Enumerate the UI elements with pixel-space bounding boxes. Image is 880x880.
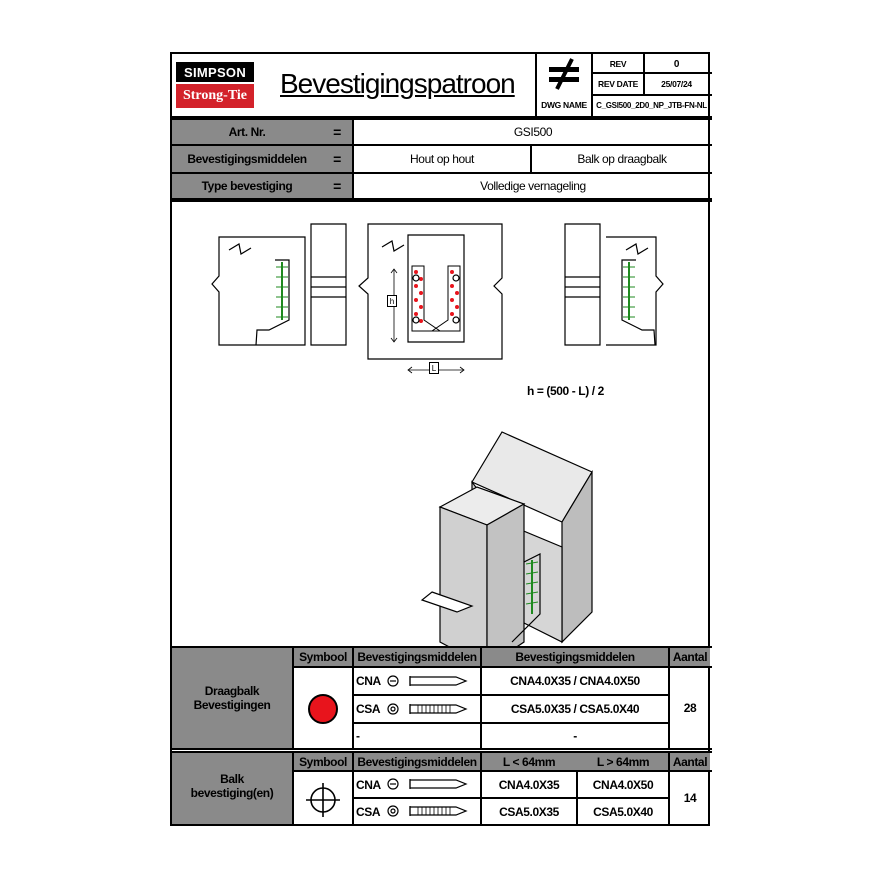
table1-row-value: CNA4.0X35 / CNA4.0X50 <box>510 674 640 688</box>
not-equal-icon <box>540 56 588 92</box>
crosshair-symbol-icon <box>304 781 342 819</box>
table1-count: 28 <box>683 701 697 715</box>
technical-drawing <box>172 202 708 669</box>
rev-label: REV <box>609 59 627 69</box>
front-view-center <box>358 223 503 374</box>
type-value: Volledige vernageling <box>480 179 586 193</box>
middel-label: Bevestigingsmiddelen <box>187 152 307 166</box>
table2-col-symbol: Symbool <box>299 754 347 769</box>
table1-header <box>294 648 710 666</box>
screw-icon <box>386 801 476 821</box>
logo-simpson: SIMPSON <box>176 62 254 82</box>
equals-sign: = <box>333 124 341 140</box>
table1-col-symbol: Symbool <box>299 650 347 664</box>
equals-sign: = <box>333 151 341 167</box>
table2-row-short: CNA4.0X35 <box>498 777 560 792</box>
table2-row-type: CSA <box>356 804 381 819</box>
table1-col-middel: Bevestigingsmiddelen <box>357 650 477 664</box>
table2-col-middel: Bevestigingsmiddelen <box>357 754 477 769</box>
nail-icon <box>386 774 476 794</box>
table2-header <box>294 753 710 770</box>
table1-row-value: CSA5.0X35 / CSA5.0X40 <box>510 702 640 716</box>
dim-l-label: L <box>429 362 439 374</box>
rev-date-value: 25/07/24 <box>661 79 692 89</box>
type-label: Type bevestiging <box>201 179 293 193</box>
nail-icon <box>386 671 476 691</box>
equals-sign: = <box>333 178 341 194</box>
table2-col-count: Aantal <box>672 754 708 769</box>
table1-col-count: Aantal <box>672 650 708 664</box>
table1-row-value: - <box>573 729 577 743</box>
table2-col-long: L > 64mm <box>596 754 650 769</box>
rev-value: 0 <box>673 58 680 70</box>
dim-h-label: h <box>387 295 397 307</box>
logo-strong-tie: Strong-Tie <box>176 84 254 108</box>
table2-group-cell <box>172 753 292 824</box>
dwg-name-label: DWG NAME <box>541 100 587 110</box>
table2-group-label-1: Balk <box>220 772 244 786</box>
side-view-left <box>211 223 347 346</box>
table1-group-label-1: Draagbalk <box>204 684 260 698</box>
table1-row-type: CNA <box>356 674 381 688</box>
table2-count: 14 <box>683 791 697 805</box>
table2-row-type: CNA <box>356 777 381 792</box>
table2-row-long: CSA5.0X40 <box>593 804 653 819</box>
page-title: Bevestigingspatroon <box>280 68 516 99</box>
side-view-right <box>564 223 664 346</box>
art-label: Art. Nr. <box>228 125 266 139</box>
table2-row-long: CNA4.0X50 <box>592 777 654 792</box>
art-value: GSI500 <box>513 125 553 139</box>
table1-row-type: - <box>356 729 360 743</box>
screw-icon <box>386 699 476 719</box>
middel-value-2: Balk op draagbalk <box>577 152 667 166</box>
table1-group-label-2: Bevestigingen <box>193 698 271 712</box>
dwg-name-value: C_GSI500_2D0_NP_JTB-FN-NL <box>596 100 707 110</box>
table1-col-middel-2: Bevestigingsmiddelen <box>515 650 635 664</box>
drawing-sheet: SIMPSON Strong-Tie Bevestigingspatroon D… <box>170 52 712 826</box>
nail-symbol-icon <box>308 694 338 724</box>
table1-row-type: CSA <box>356 702 381 716</box>
table1-group-cell <box>172 648 292 748</box>
rev-date-label: REV DATE <box>598 79 638 89</box>
table2-group-label-2: bevestiging(en) <box>190 786 274 800</box>
info-label-column <box>172 120 352 198</box>
middel-value-1: Hout op hout <box>410 152 474 166</box>
formula-text: h = (500 - L) / 2 <box>527 384 604 398</box>
isometric-view <box>420 431 593 669</box>
table2-row-short: CSA5.0X35 <box>499 804 559 819</box>
table2-col-short: L < 64mm <box>502 754 556 769</box>
